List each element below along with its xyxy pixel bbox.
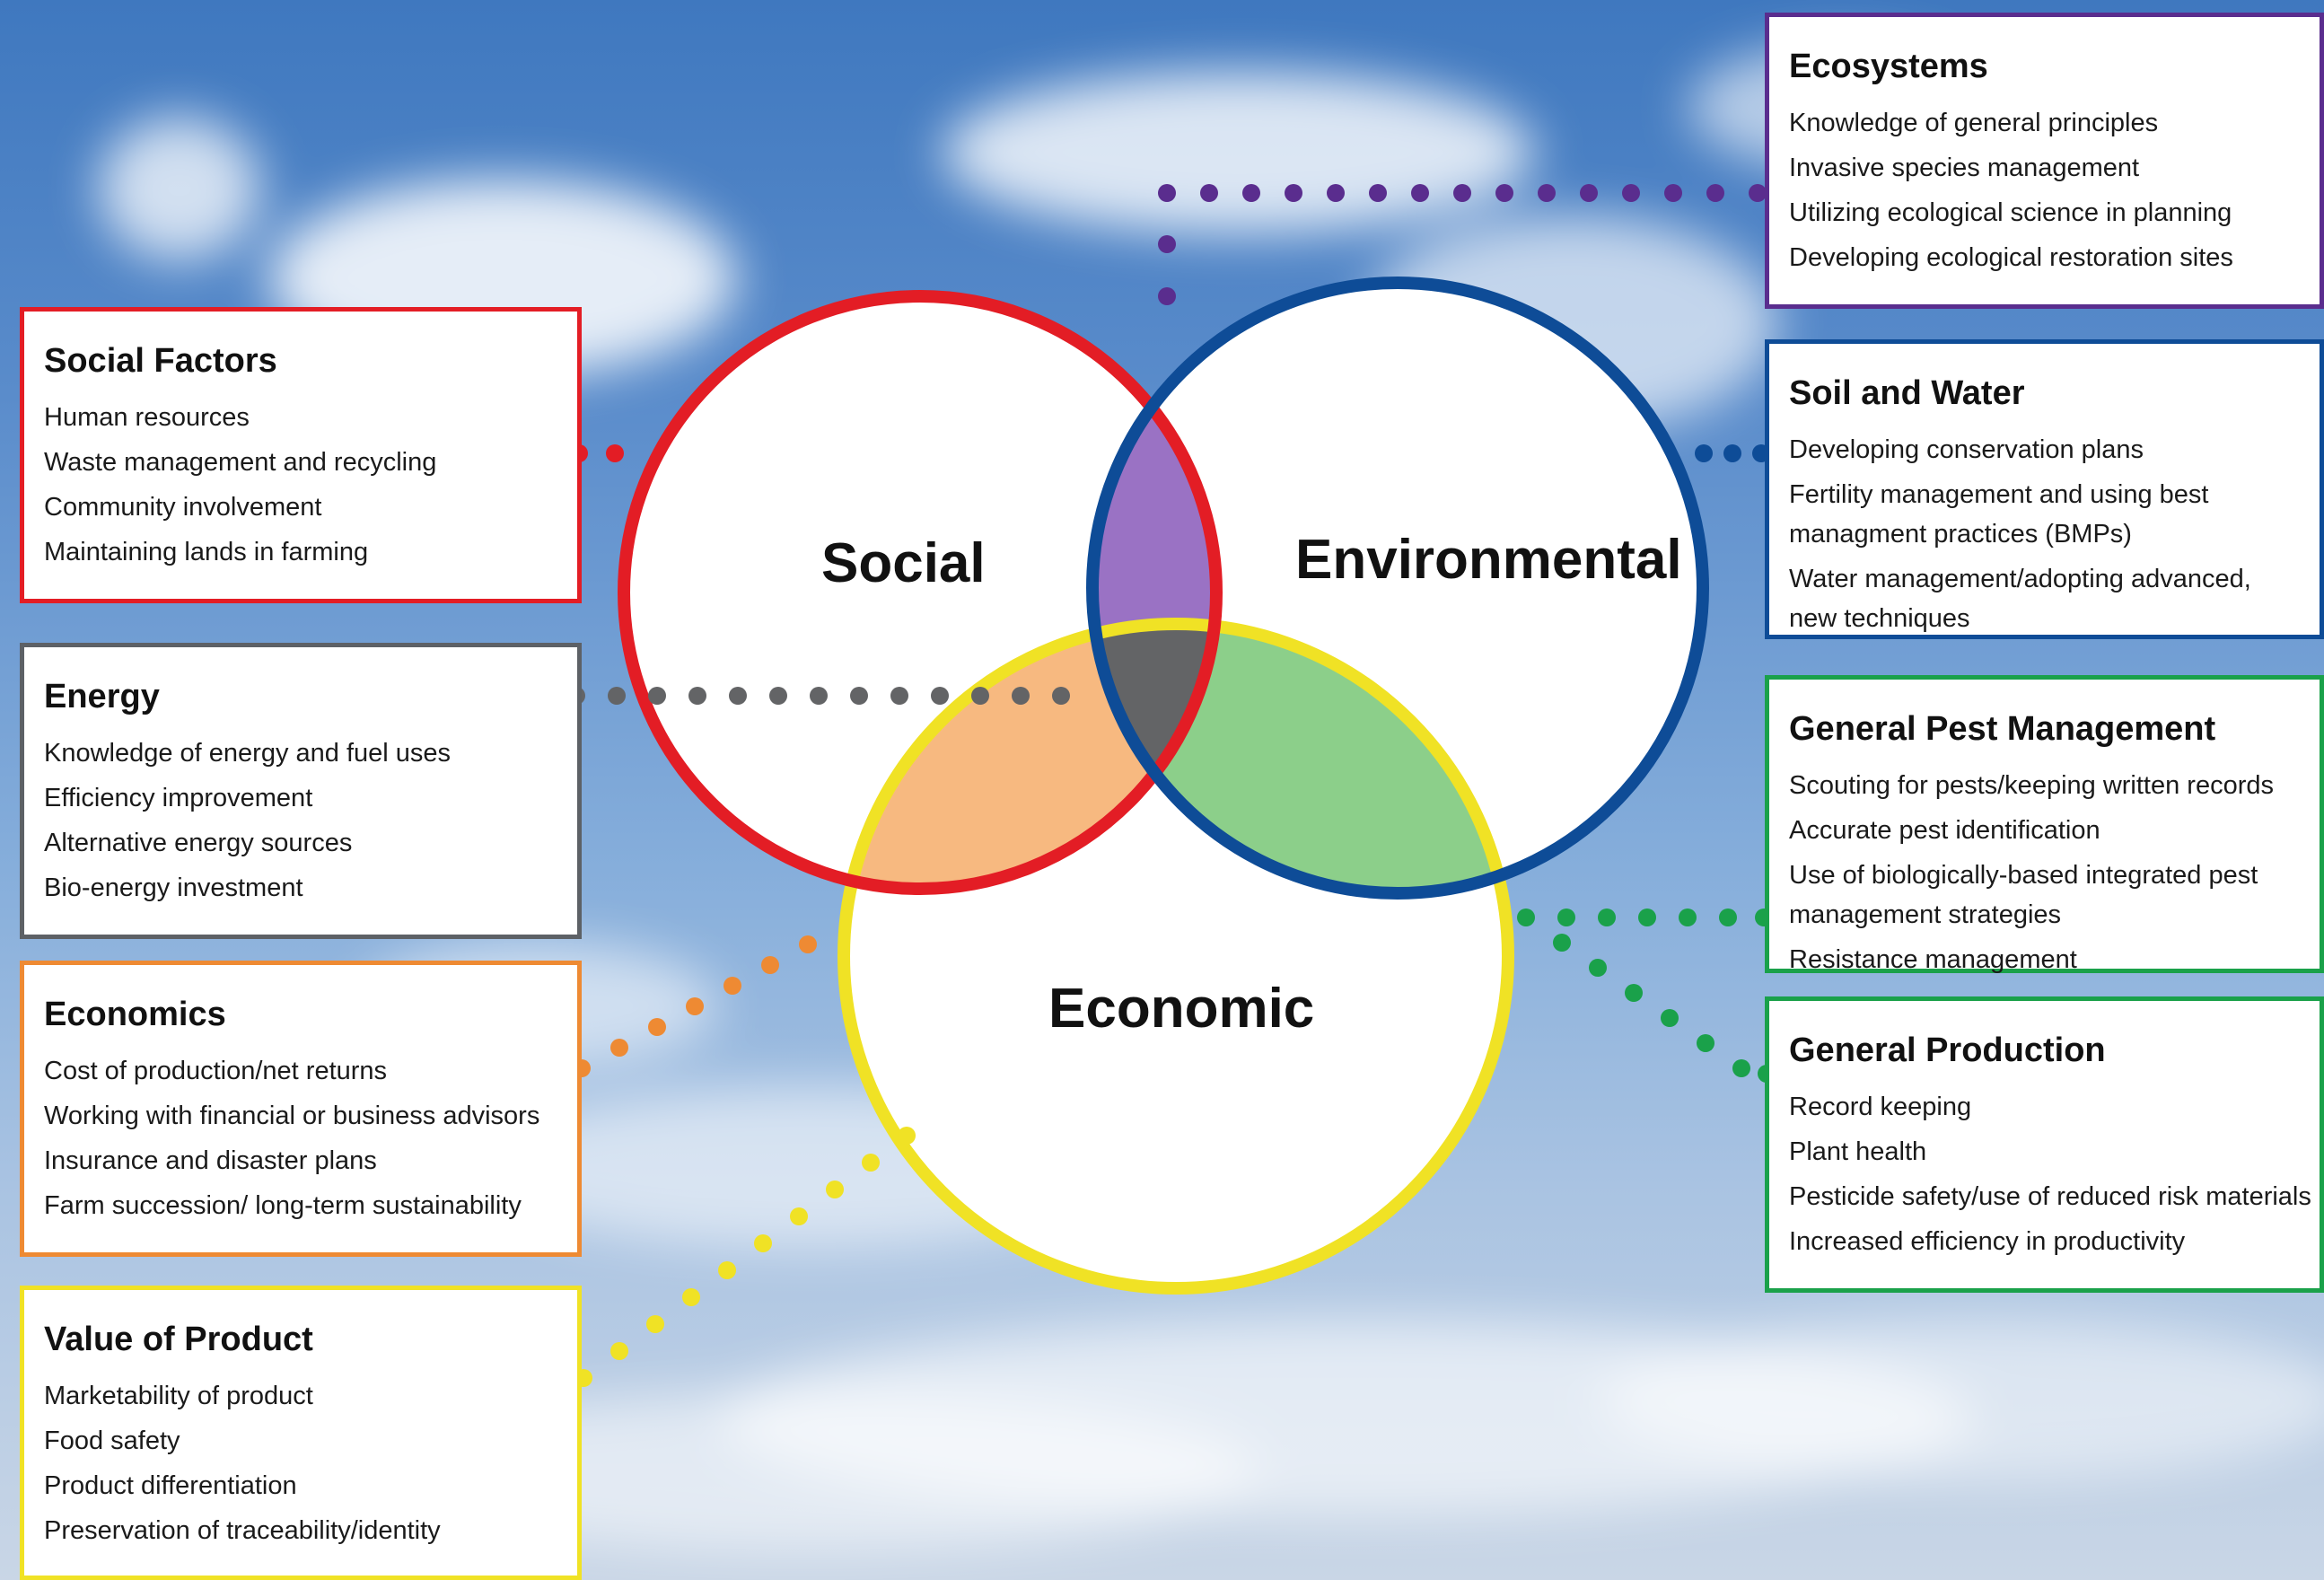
- list-item: Maintaining lands in farming: [44, 538, 369, 566]
- connector-ecosystems: [1158, 184, 1767, 305]
- list-item: Alternative energy sources: [44, 829, 353, 857]
- energy-box: Energy Knowledge of energy and fuel uses…: [20, 643, 582, 939]
- environmental-circle-ring: [1086, 276, 1709, 900]
- list-item: Marketability of product: [44, 1382, 313, 1410]
- list-item: Farm succession/ long-term sustainabilit…: [44, 1191, 522, 1220]
- connector-pest-management: [1517, 908, 1773, 926]
- list-item: Preservation of traceability/identity: [44, 1516, 441, 1545]
- box-title: Social Factors: [44, 342, 277, 380]
- list-item: Food safety: [44, 1426, 180, 1455]
- list-item: Increased efficiency in productivity: [1789, 1227, 2186, 1256]
- list-item: Resistance management: [1789, 945, 2077, 974]
- box-title: Value of Product: [44, 1321, 313, 1358]
- social-circle-ring: [618, 290, 1223, 895]
- list-item: Community involvement: [44, 493, 322, 522]
- economic-label: Economic: [1048, 978, 1315, 1040]
- economic-circle-ring: [838, 618, 1514, 1295]
- list-item: Human resources: [44, 403, 250, 432]
- list-item: Cost of production/net returns: [44, 1057, 388, 1085]
- list-item: Fertility management and using best mana…: [1789, 480, 2209, 549]
- list-item: Scouting for pests/keeping written recor…: [1789, 771, 2274, 800]
- list-item: Knowledge of energy and fuel uses: [44, 739, 452, 768]
- list-item: Developing conservation plans: [1789, 435, 2144, 464]
- box-title: Economics: [44, 996, 226, 1033]
- social-factors-box: Social Factors Human resources Waste man…: [20, 307, 582, 603]
- soil-and-water-box: Soil and Water Developing conservation p…: [1765, 339, 2324, 639]
- box-title: General Pest Management: [1789, 710, 2216, 748]
- list-item: Knowledge of general principles: [1789, 109, 2159, 137]
- list-item: Developing ecological restoration sites: [1789, 243, 2233, 272]
- box-title: General Production: [1789, 1031, 2106, 1069]
- environmental-economic-overlap: [1092, 624, 1508, 893]
- general-production-box: General Production Record keeping Plant …: [1765, 996, 2324, 1293]
- list-item: Accurate pest identification: [1789, 816, 2100, 845]
- box-title: Soil and Water: [1789, 374, 2025, 412]
- list-item: Insurance and disaster plans: [44, 1146, 377, 1175]
- general-pest-management-box: General Pest Management Scouting for pes…: [1765, 675, 2324, 974]
- social-label: Social: [821, 532, 986, 594]
- list-item: Waste management and recycling: [44, 448, 437, 477]
- list-item: Water management/adopting advanced, new …: [1789, 565, 2251, 633]
- list-item: Utilizing ecological science in planning: [1789, 198, 2232, 227]
- list-item: Bio-energy investment: [44, 873, 303, 902]
- connector-value-of-product: [574, 1127, 916, 1387]
- list-item: Pesticide safety/use of reduced risk mat…: [1789, 1182, 2311, 1211]
- box-title: Ecosystems: [1789, 48, 1988, 85]
- list-item: Efficiency improvement: [44, 784, 313, 812]
- social-economic-overlap: [844, 624, 1216, 889]
- list-item: Product differentiation: [44, 1471, 297, 1500]
- list-item: Invasive species management: [1789, 154, 2140, 182]
- list-item: Plant health: [1789, 1137, 1927, 1166]
- connector-energy: [567, 687, 1070, 705]
- value-of-product-box: Value of Product Marketability of produc…: [20, 1286, 582, 1580]
- list-item: Record keeping: [1789, 1093, 1972, 1121]
- box-title: Energy: [44, 678, 160, 715]
- ecosystems-box: Ecosystems Knowledge of general principl…: [1765, 13, 2324, 309]
- environmental-label: Environmental: [1295, 529, 1682, 591]
- economics-box: Economics Cost of production/net returns…: [20, 961, 582, 1257]
- list-item: Use of biologically-based integrated pes…: [1789, 861, 2258, 929]
- list-item: Working with financial or business advis…: [44, 1102, 540, 1130]
- connector-general-production: [1553, 934, 1776, 1083]
- connector-economics: [573, 935, 817, 1077]
- connector-soil-water: [1695, 444, 1770, 462]
